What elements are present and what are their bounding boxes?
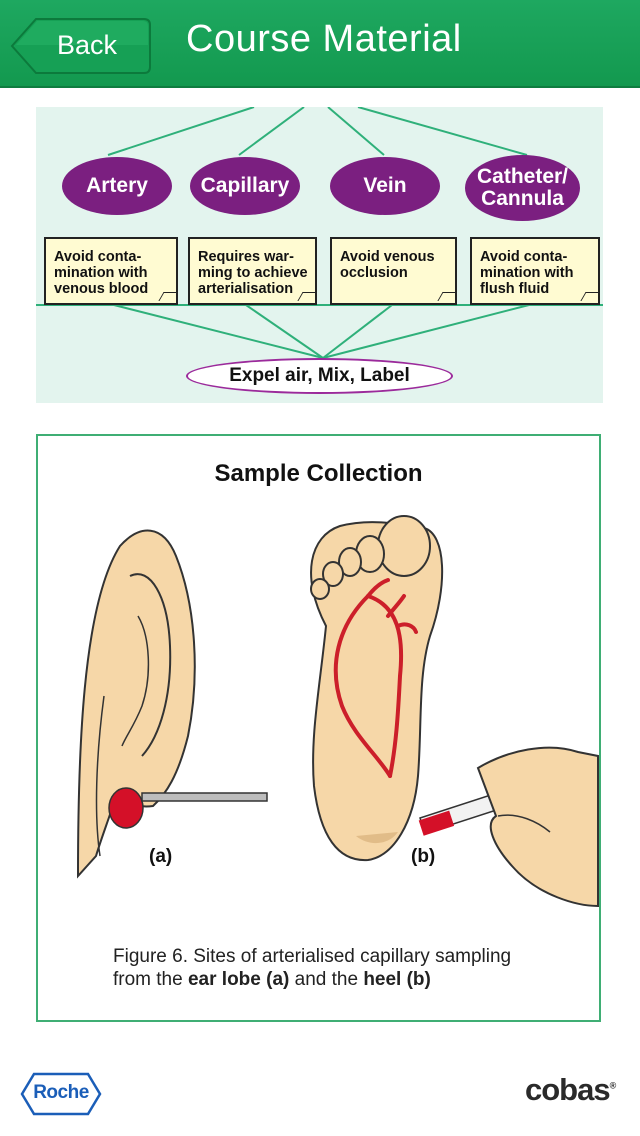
note-capillary: Requires war- ming to achieve arterialis… [188,237,317,305]
roche-hexagon-icon [20,1072,102,1116]
roche-logo: Roche [20,1072,102,1116]
label-a: (a) [149,846,173,867]
node-vein: Vein [330,157,440,215]
caption-line-1: Figure 6. Sites of arterialised capillar… [113,946,512,967]
node-capillary: Capillary [190,157,300,215]
caption-ear-lobe: ear lobe (a) [187,969,290,990]
back-button-label: Back [57,30,118,60]
note-vein: Avoid venous occlusion [330,237,457,305]
caption-from: from the [113,969,188,990]
cobas-registered-mark: ® [609,1080,617,1091]
node-catheter-cannula: Catheter/ Cannula [465,155,580,221]
cobas-logo-text: cobas [525,1072,611,1107]
figure-caption: Figure 6. Sites of arterialised capillar… [113,945,583,991]
sample-collection-figure: Sample Collection [36,434,601,1022]
figure-illustration [76,515,599,908]
note-artery: Avoid conta- mination with venous blood [44,237,178,305]
cobas-logo: cobas® [525,1072,617,1108]
page-title: Course Material [186,18,462,60]
note-catheter: Avoid conta- mination with flush fluid [470,237,600,305]
caption-and: and the [289,969,364,990]
caption-heel: heel (b) [363,969,431,990]
back-arrow-shape [10,18,151,74]
ear-illustration [76,529,268,879]
node-artery: Artery [62,157,172,215]
diagram-connectors [36,107,603,359]
roche-logo-text: Roche [33,1082,89,1103]
expel-mix-label-oval: Expel air, Mix, Label [186,358,453,394]
sampling-diagram: Artery Capillary Vein Catheter/ Cannula … [36,107,603,403]
figure-title: Sample Collection [214,460,423,487]
nav-header: Back Course Material [0,0,640,88]
back-button[interactable]: Back [10,17,152,75]
foot-illustration [310,515,599,908]
label-b: (b) [411,846,436,867]
